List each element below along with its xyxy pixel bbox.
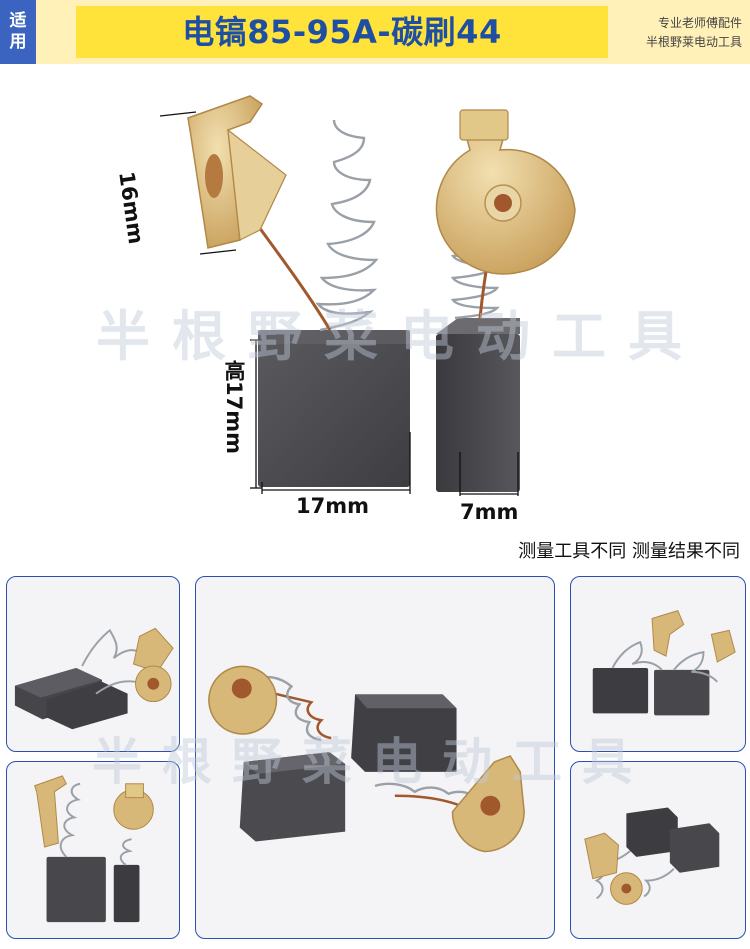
thumbnail-1[interactable]: [6, 576, 180, 752]
right-carbon-block: [436, 334, 520, 492]
left-carbon-block: [258, 330, 410, 487]
block-width-label: 17mm: [296, 494, 369, 518]
main-product-image: [0, 64, 750, 564]
carbon-brush-illustration: [159, 95, 576, 496]
title-background: [76, 6, 608, 58]
product-title: 电镐85-95A-碳刷44: [182, 13, 502, 51]
shop-name: 半根野莱电动工具: [645, 35, 742, 49]
thumbnail-3-image: [208, 665, 525, 853]
watermark-thumbnails: 半根野菜电动工具: [92, 733, 652, 791]
thumbnail-4[interactable]: [570, 576, 746, 752]
left-spring: [315, 119, 379, 332]
thumbnail-1-image: [14, 627, 174, 730]
thumbnail-2-image: [34, 775, 154, 923]
thumbnail-5-image: [584, 807, 720, 905]
thumbnail-3[interactable]: [195, 576, 555, 939]
thumbnail-4-image: [592, 610, 736, 716]
shop-info: 专业老师傅配件 半根野莱电动工具: [646, 14, 742, 52]
badge-char-2: 用: [9, 32, 27, 52]
badge-char-1: 适: [9, 11, 27, 31]
measurement-note: 测量工具不同 测量结果不同: [518, 541, 740, 562]
header-banner: 适 用 电镐85-95A-碳刷44 专业老师傅配件 半根野莱电动工具: [0, 0, 750, 64]
applicable-badge: 适 用: [0, 0, 36, 64]
block-thickness-label: 7mm: [460, 500, 519, 524]
block-height-label: 高17mm: [222, 360, 246, 454]
thumbnail-2[interactable]: [6, 761, 180, 939]
thumbnail-5[interactable]: [570, 761, 746, 939]
watermark-main: 半根野菜电动工具: [96, 305, 704, 368]
shop-slogan: 专业老师傅配件: [657, 16, 742, 30]
